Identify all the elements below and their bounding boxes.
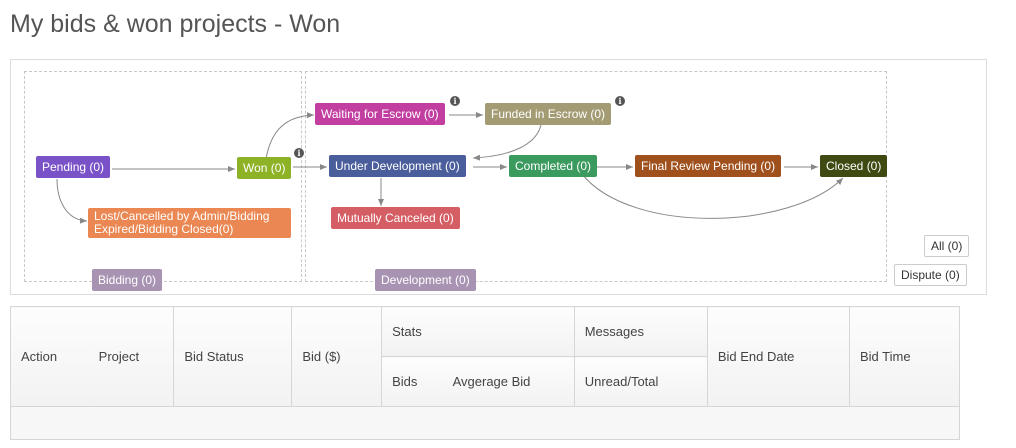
page-title: My bids & won projects - Won — [10, 10, 341, 38]
all-filter-button[interactable]: All (0) — [924, 235, 970, 257]
table-empty-cell — [10, 406, 960, 440]
closed-status-button[interactable]: Closed (0) — [820, 155, 888, 177]
edge-funded-underdev — [472, 124, 542, 161]
waiting-escrow-status-button[interactable]: Waiting for Escrow (0) — [315, 103, 445, 125]
funded-escrow-info-icon[interactable]: i — [615, 96, 625, 106]
completed-status-button[interactable]: Completed (0) — [509, 155, 598, 177]
flow-connectors — [56, 112, 844, 224]
edge-won-waiting — [265, 112, 315, 160]
header-project[interactable]: Project — [88, 306, 175, 407]
funded-escrow-status-button[interactable]: Funded in Escrow (0) — [485, 103, 612, 125]
bids-table: Action Project Bid Status Bid ($) Stats … — [9, 306, 960, 440]
bidding-group-label[interactable]: Bidding (0) — [92, 269, 163, 291]
header-bid-end-date[interactable]: Bid End Date — [706, 306, 851, 407]
header-stats: Stats — [381, 306, 575, 357]
won-info-icon[interactable]: i — [294, 148, 304, 158]
development-group-label[interactable]: Development (0) — [375, 269, 476, 291]
header-bid-status[interactable]: Bid Status — [173, 306, 293, 407]
table-empty-row — [10, 406, 960, 440]
pending-status-button[interactable]: Pending (0) — [36, 156, 111, 178]
waiting-escrow-info-icon[interactable]: i — [450, 96, 460, 106]
workflow-panel: Pending (0) Won (0) i Waiting for Escrow… — [10, 59, 987, 295]
header-bid[interactable]: Bid ($) — [291, 306, 383, 407]
header-action[interactable]: Action — [9, 306, 89, 407]
mutually-canceled-status-button[interactable]: Mutually Canceled (0) — [331, 207, 460, 229]
final-review-status-button[interactable]: Final Review Pending (0) — [635, 155, 782, 177]
header-unread-total[interactable]: Unread/Total — [573, 356, 708, 407]
header-average-bid[interactable]: Avgerage Bid — [442, 356, 575, 407]
header-messages: Messages — [573, 306, 708, 357]
won-status-button[interactable]: Won (0) — [237, 157, 292, 179]
bidding-group — [24, 71, 302, 282]
edge-completed-closed — [581, 173, 844, 219]
header-bid-time[interactable]: Bid Time — [849, 306, 960, 407]
header-bids[interactable]: Bids — [381, 356, 443, 407]
under-development-status-button[interactable]: Under Development (0) — [329, 155, 466, 177]
dispute-filter-button[interactable]: Dispute (0) — [894, 264, 967, 286]
edge-pending-lost — [56, 178, 88, 224]
lost-cancelled-status-button[interactable]: Lost/Cancelled by Admin/Bidding Expired/… — [88, 208, 291, 238]
development-group — [305, 71, 887, 282]
